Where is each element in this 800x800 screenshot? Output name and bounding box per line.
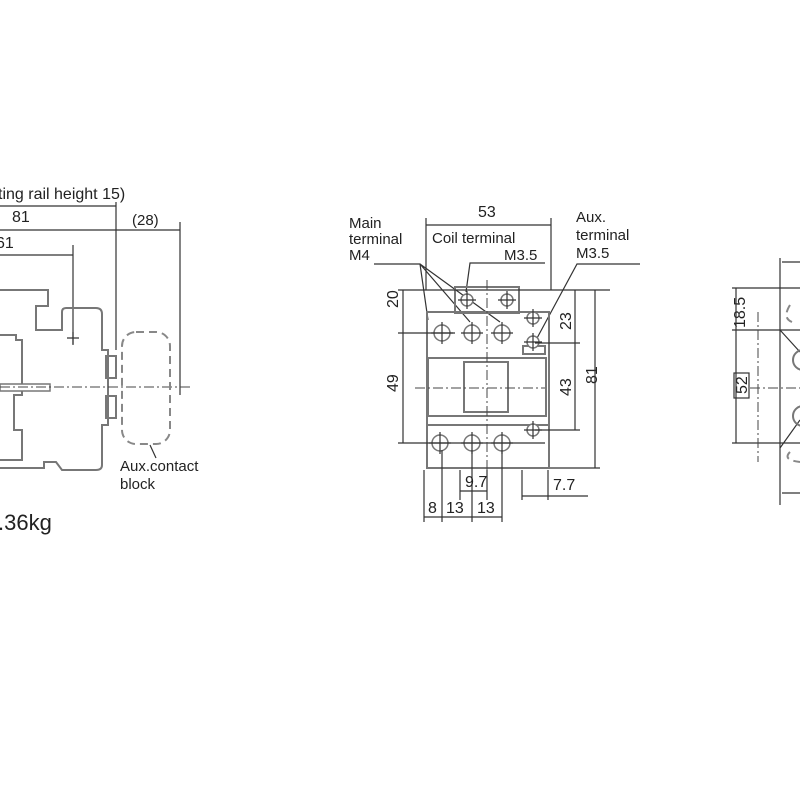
dim-53-label: 53 [478, 204, 496, 221]
ext-lines [423, 450, 549, 522]
center-mark [67, 332, 79, 344]
outline-dashed [785, 304, 800, 463]
dim-81-label: 81 [584, 366, 601, 384]
dim-52-label: 52 [734, 376, 751, 394]
dim-8-label: 8 [428, 500, 437, 517]
dim-9-7-label: 9.7 [465, 474, 487, 491]
main-terminal-label: terminal [349, 231, 402, 248]
aux-connector [105, 355, 117, 379]
coil-terminal-size: M3.5 [504, 247, 537, 264]
dim-28-label: (28) [132, 212, 159, 229]
front-view: 53 Main terminal M4 Coil terminal M3.5 A… [349, 204, 640, 522]
main-terminal-label: Main [349, 215, 382, 232]
dim-20-label: 20 [385, 290, 402, 308]
dim-7-7-label: 7.7 [553, 477, 575, 494]
terminal-screws [429, 291, 542, 454]
dim-13-label: 13 [477, 500, 495, 517]
dim-49-label: 49 [385, 374, 402, 392]
side-view: ting rail height 15) 81 (28) 61 Aux.cont… [0, 186, 199, 535]
mounting-view: 18.5 52 [732, 258, 800, 505]
aux-terminal-size: M3.5 [576, 245, 609, 262]
aux-terminal-label: Aux. [576, 209, 606, 226]
mounting-hole [792, 349, 800, 371]
aux-contact-block-outline [121, 331, 171, 445]
basic-dim-box [733, 372, 750, 399]
aux-contact-label: Aux.contact [120, 458, 199, 475]
indicator-window [463, 361, 509, 413]
mounting-hole [792, 405, 800, 427]
screw-cross-mark [524, 309, 542, 327]
weight-label: .36kg [0, 510, 52, 535]
dim-18-5-label: 18.5 [732, 297, 749, 328]
mount-leader [779, 329, 800, 449]
contactor-body-inner [0, 334, 23, 461]
dim-61-label: 61 [0, 235, 14, 252]
coil-terminal-label: Coil terminal [432, 230, 515, 247]
aux-terminal-label: terminal [576, 227, 629, 244]
aux-connector [105, 395, 117, 419]
screw-cross-mark [524, 333, 542, 351]
main-terminal-size: M4 [349, 247, 370, 264]
dim-81-label: 81 [12, 209, 30, 226]
leader-lines [374, 262, 640, 341]
screw-cross-mark [491, 322, 513, 344]
contactor-body-outline [0, 289, 109, 471]
dim-43-label: 43 [558, 378, 575, 396]
screw-cross-mark [461, 322, 483, 344]
leader-line [149, 444, 157, 459]
dim-23-label: 23 [558, 312, 575, 330]
aux-block-label: block [120, 476, 156, 493]
rail-height-note: ting rail height 15) [0, 186, 125, 203]
dim-13-label: 13 [446, 500, 464, 517]
screw-cross-mark [458, 291, 476, 309]
screw-cross-mark [498, 291, 516, 309]
